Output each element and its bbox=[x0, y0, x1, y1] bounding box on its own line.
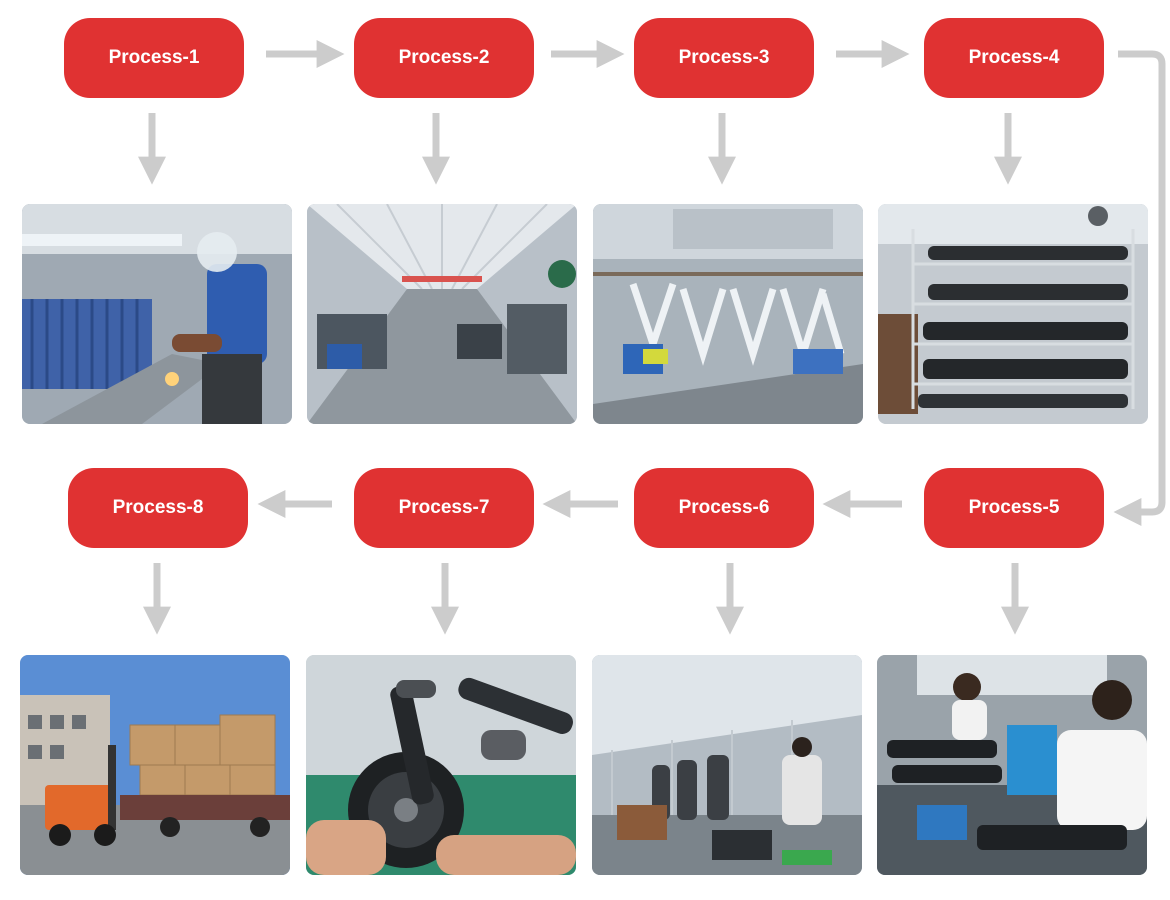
process-1-label: Process-1 bbox=[108, 47, 200, 68]
process-7-label: Process-7 bbox=[398, 497, 490, 518]
assembly-line-workers-photo bbox=[592, 655, 862, 875]
welding-workstation-photo bbox=[22, 204, 292, 424]
process-7-pill: Process-7 bbox=[354, 468, 534, 548]
process-6-label: Process-6 bbox=[678, 497, 770, 518]
scooter-wheel-inspection-photo bbox=[306, 655, 576, 875]
process-4-pill: Process-4 bbox=[924, 18, 1104, 98]
arrow-process-4-to-5 bbox=[1113, 50, 1166, 526]
factory-hall-photo bbox=[307, 204, 577, 424]
process-3-pill: Process-3 bbox=[634, 18, 814, 98]
process-3-label: Process-3 bbox=[678, 47, 770, 68]
process-4-label: Process-4 bbox=[968, 47, 1060, 68]
frame-storage-rack-photo bbox=[878, 204, 1148, 424]
component-assembly-photo bbox=[877, 655, 1147, 875]
process-1-pill: Process-1 bbox=[64, 18, 244, 98]
process-5-label: Process-5 bbox=[968, 497, 1060, 518]
process-2-label: Process-2 bbox=[398, 47, 490, 68]
process-2-pill: Process-2 bbox=[354, 18, 534, 98]
process-8-label: Process-8 bbox=[112, 497, 204, 518]
process-5-pill: Process-5 bbox=[924, 468, 1104, 548]
forklift-loading-truck-photo bbox=[20, 655, 290, 875]
frame-painting-line-photo bbox=[593, 204, 863, 424]
process-6-pill: Process-6 bbox=[634, 468, 814, 548]
process-8-pill: Process-8 bbox=[68, 468, 248, 548]
